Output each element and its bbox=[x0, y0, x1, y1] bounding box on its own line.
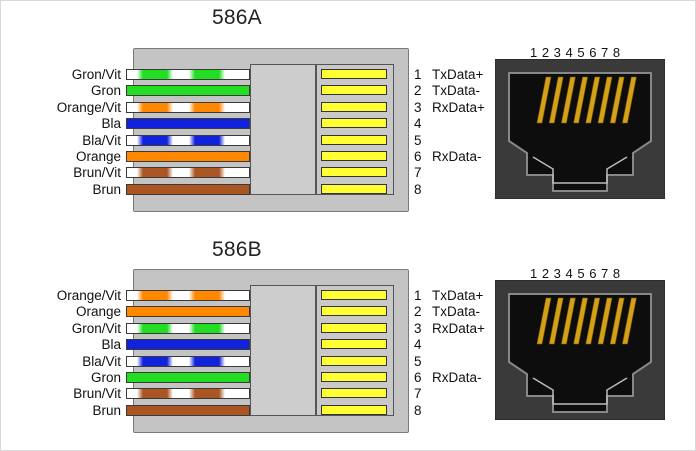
pin-signal: RxData- bbox=[432, 149, 482, 164]
pin-number: 7 bbox=[414, 386, 422, 401]
rj45-jack-icon bbox=[495, 59, 665, 199]
striped-wire bbox=[126, 167, 250, 178]
jack-pin bbox=[609, 76, 625, 124]
plug-contact bbox=[321, 388, 387, 398]
wire-label: Brun bbox=[92, 403, 121, 418]
pin-number: 5 bbox=[414, 354, 422, 369]
plug-contact bbox=[321, 356, 387, 366]
solid-wire bbox=[126, 339, 250, 350]
diagram-title: 586B bbox=[212, 238, 262, 261]
solid-wire bbox=[126, 184, 250, 195]
striped-wire bbox=[126, 102, 250, 113]
pin-number: 1 bbox=[414, 67, 422, 82]
wire-label: Orange bbox=[75, 304, 121, 319]
diagram-title: 586A bbox=[212, 6, 262, 29]
pin-number: 2 bbox=[414, 304, 422, 319]
pin-number: 8 bbox=[414, 182, 422, 197]
plug-contact bbox=[321, 135, 387, 145]
pin-number: 4 bbox=[414, 116, 422, 131]
wire-label: Orange/Vit bbox=[56, 288, 121, 303]
plug-contact bbox=[321, 69, 387, 79]
rj45-jack-icon bbox=[495, 280, 665, 420]
striped-wire bbox=[126, 135, 250, 146]
plug-latch bbox=[250, 285, 316, 416]
pin-number: 7 bbox=[414, 165, 422, 180]
plug-contact bbox=[321, 372, 387, 382]
pin-signal: TxData- bbox=[432, 304, 481, 319]
plug-contact bbox=[321, 102, 387, 112]
solid-wire bbox=[126, 405, 250, 416]
jack-pin bbox=[561, 297, 576, 345]
wire-label: Orange bbox=[75, 149, 121, 164]
pin-signal: RxData- bbox=[432, 370, 482, 385]
plug-contact bbox=[321, 290, 387, 300]
striped-wire bbox=[126, 69, 250, 80]
jack-pin bbox=[573, 297, 588, 345]
pin-number: 8 bbox=[414, 403, 422, 418]
plug-contact bbox=[321, 184, 387, 194]
plug-latch bbox=[250, 64, 316, 195]
jack-pin bbox=[622, 76, 637, 124]
wire-label: Bla bbox=[101, 116, 121, 131]
jack-pin bbox=[536, 76, 552, 124]
jack-pin bbox=[548, 76, 564, 124]
jack-pin bbox=[548, 297, 564, 345]
jack-pin bbox=[597, 76, 613, 124]
wire-label: Gron bbox=[90, 370, 121, 385]
wire-label: Bla/Vit bbox=[82, 133, 121, 148]
wire-label: Gron/Vit bbox=[71, 321, 121, 336]
wire-label: Brun/Vit bbox=[73, 165, 121, 180]
jack-pin bbox=[561, 76, 576, 124]
striped-wire bbox=[126, 356, 250, 367]
jack-pin bbox=[536, 297, 552, 345]
pin-number: 5 bbox=[414, 133, 422, 148]
solid-wire bbox=[126, 85, 250, 96]
plug-contact bbox=[321, 405, 387, 415]
pin-signal: RxData+ bbox=[432, 321, 485, 336]
jack-pin bbox=[585, 297, 601, 345]
pin-number: 1 bbox=[414, 288, 422, 303]
pin-signal: RxData+ bbox=[432, 100, 485, 115]
solid-wire bbox=[126, 151, 250, 162]
pin-number: 3 bbox=[414, 100, 422, 115]
wire-label: Orange/Vit bbox=[56, 100, 121, 115]
pin-number: 4 bbox=[414, 337, 422, 352]
jack-pin-numbers: 1 2 3 4 5 6 7 8 bbox=[530, 266, 621, 281]
striped-wire bbox=[126, 388, 250, 399]
plug-contact bbox=[321, 151, 387, 161]
plug-contact bbox=[321, 118, 387, 128]
pin-number: 3 bbox=[414, 321, 422, 336]
wire-label: Bla bbox=[101, 337, 121, 352]
striped-wire bbox=[126, 290, 250, 301]
pin-number: 2 bbox=[414, 83, 422, 98]
jack-inner-edge bbox=[532, 377, 628, 405]
wire-label: Brun/Vit bbox=[73, 386, 121, 401]
jack-inner-edge bbox=[532, 156, 628, 184]
plug-contact bbox=[321, 85, 387, 95]
wire-label: Gron/Vit bbox=[71, 67, 121, 82]
wire-label: Brun bbox=[92, 182, 121, 197]
solid-wire bbox=[126, 372, 250, 383]
jack-pin bbox=[622, 297, 637, 345]
pin-number: 6 bbox=[414, 149, 422, 164]
pin-number: 6 bbox=[414, 370, 422, 385]
jack-pin bbox=[573, 76, 588, 124]
plug-contact bbox=[321, 167, 387, 177]
plug-contact bbox=[321, 323, 387, 333]
plug-contact bbox=[321, 339, 387, 349]
jack-pin bbox=[609, 297, 625, 345]
pin-signal: TxData- bbox=[432, 83, 481, 98]
solid-wire bbox=[126, 118, 250, 129]
pin-signal: TxData+ bbox=[432, 288, 484, 303]
striped-wire bbox=[126, 323, 250, 334]
solid-wire bbox=[126, 306, 250, 317]
jack-pin-numbers: 1 2 3 4 5 6 7 8 bbox=[530, 45, 621, 60]
jack-pin bbox=[585, 76, 601, 124]
plug-contact bbox=[321, 306, 387, 316]
pin-signal: TxData+ bbox=[432, 67, 484, 82]
jack-pin bbox=[597, 297, 613, 345]
wire-label: Bla/Vit bbox=[82, 354, 121, 369]
wire-label: Gron bbox=[90, 83, 121, 98]
